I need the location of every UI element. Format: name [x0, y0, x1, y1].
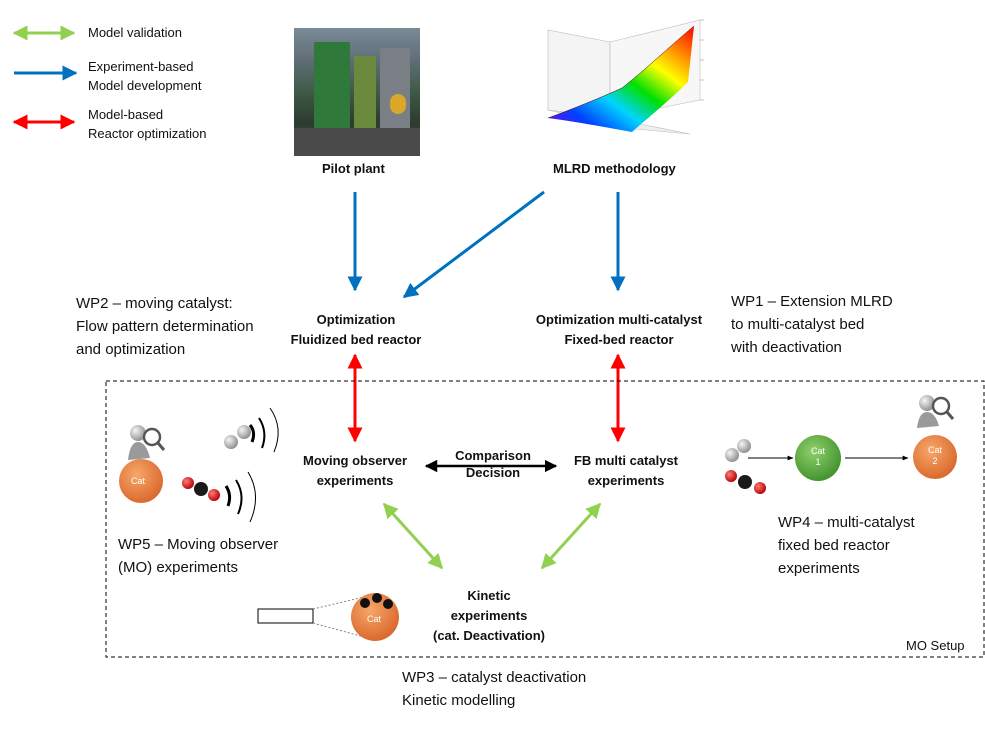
wp1-line3: with deactivation [731, 339, 842, 356]
cat-label-kinetic: Cat [367, 614, 382, 624]
wp4-line2: fixed bed reactor [778, 537, 890, 554]
node-comparison: Comparison Decision [438, 447, 548, 481]
node-fb-line2: experiments [587, 473, 665, 488]
deactivated-catalyst-icon [351, 593, 399, 641]
mo-setup-box [105, 380, 985, 658]
node-kinetic-line2: experiments [450, 608, 528, 623]
wp4-line1: WP4 – multi-catalyst [778, 514, 915, 531]
legend-experiment-label-2: Model development [88, 78, 202, 93]
wp2-line1: WP2 – moving catalyst: [76, 295, 233, 312]
arrow-moving-kinetic [382, 502, 444, 570]
node-fb-multicat: FB multi catalyst experiments [556, 451, 696, 491]
node-comparison-line2: Decision [465, 465, 521, 480]
pilot-plant-label: Pilot plant [322, 161, 385, 176]
observer-figure-left-icon [119, 425, 166, 503]
legend-experiment-label-1: Experiment-based [88, 59, 194, 74]
legend-model-label-2: Reactor optimization [88, 126, 207, 141]
cat1-label-line2: 1 [815, 457, 821, 467]
node-multicat-line1: Optimization multi-catalyst [535, 312, 703, 327]
cat2-label-line2: 2 [932, 456, 938, 466]
wp2-line2: Flow pattern determination [76, 318, 254, 335]
wp1-label: WP1 – Extension MLRD to multi-catalyst b… [731, 290, 893, 359]
co-molecule-icon [182, 477, 220, 501]
node-moving-line1: Moving observer [302, 453, 408, 468]
node-fluidized-line2: Fluidized bed reactor [290, 332, 422, 347]
signal-waves-bottom-icon [224, 471, 256, 523]
cat2-label: Cat 2 [925, 445, 945, 467]
signal-waves-top-icon [248, 407, 279, 453]
node-fb-line1: FB multi catalyst [573, 453, 679, 468]
arrow-mlrd-to-fluidized [402, 190, 545, 299]
wp5-line2: (MO) experiments [118, 559, 239, 576]
mo-setup-label: MO Setup [906, 638, 965, 653]
legend-model-label-1: Model-based [88, 107, 164, 122]
wp5-label: WP5 – Moving observer (MO) experiments [118, 533, 278, 579]
wp3-line1: WP3 – catalyst deactivation [402, 669, 587, 686]
legend-validation-label: Model validation [88, 25, 182, 40]
node-moving-line2: experiments [316, 473, 394, 488]
wp3-label: WP3 – catalyst deactivation Kinetic mode… [402, 666, 586, 712]
wp1-line1: WP1 – Extension MLRD [731, 293, 893, 310]
cat1-label-line1: Cat [810, 446, 825, 456]
node-fluidized-line1: Optimization [316, 312, 396, 327]
mlrd-label: MLRD methodology [553, 161, 676, 176]
cat1-sphere [795, 435, 841, 481]
wp4-label: WP4 – multi-catalyst fixed bed reactor e… [778, 511, 915, 580]
pilot-plant-photo [294, 28, 420, 156]
node-kinetic-line1: Kinetic [467, 588, 511, 603]
cat2-label-line1: Cat [927, 445, 942, 455]
node-kinetic: Kinetic experiments (cat. Deactivation) [414, 586, 564, 646]
node-kinetic-line3: (cat. Deactivation) [433, 628, 545, 643]
mlrd-surface-plot [547, 19, 704, 135]
observer-figure-right-icon [913, 395, 957, 479]
wp4-co-molecule-icon [725, 470, 766, 494]
wp4-line3: experiments [778, 560, 860, 577]
zoom-lines [312, 596, 365, 638]
wp1-line2: to multi-catalyst bed [731, 316, 865, 333]
node-fluidized-bed: Optimization Fluidized bed reactor [270, 310, 442, 350]
wp4-hydrogen-molecule-icon [725, 439, 751, 462]
node-moving-observer: Moving observer experiments [284, 451, 426, 491]
wp5-line1: WP5 – Moving observer [118, 536, 279, 553]
wp2-line3: and optimization [76, 341, 186, 358]
wp2-label: WP2 – moving catalyst: Flow pattern dete… [76, 292, 254, 361]
arrow-fb-kinetic [540, 502, 602, 570]
node-multicat-fixed-bed: Optimization multi-catalyst Fixed-bed re… [518, 310, 720, 350]
node-multicat-line2: Fixed-bed reactor [564, 332, 674, 347]
wp3-line2: Kinetic modelling [402, 692, 516, 709]
node-comparison-line1: Comparison [455, 448, 531, 463]
hydrogen-molecule-icon [224, 425, 251, 449]
cat-label-left: Cat [131, 476, 146, 486]
cat1-label: Cat 1 [808, 446, 828, 468]
reactor-tube [257, 608, 314, 624]
